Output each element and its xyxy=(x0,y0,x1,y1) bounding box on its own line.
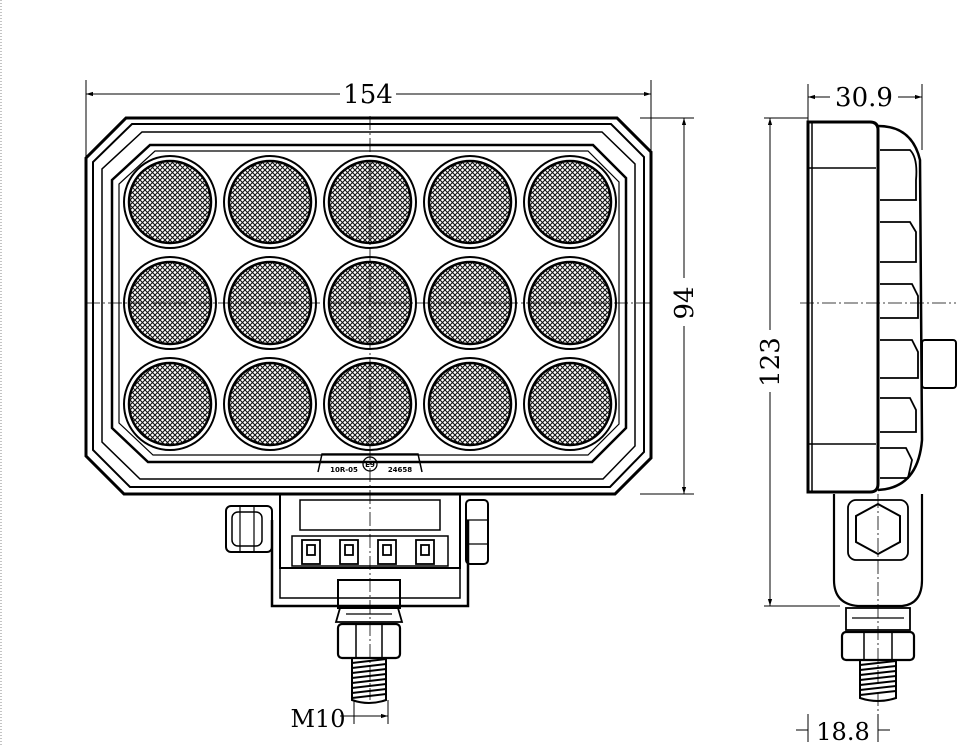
led-lens xyxy=(427,159,513,245)
dim-154 xyxy=(85,80,652,158)
marking-center: E9 xyxy=(365,461,375,469)
dim-m10 xyxy=(340,700,389,724)
dim-154-label: 154 xyxy=(343,80,393,110)
housing-inner-1 xyxy=(92,123,645,488)
thread-ridge xyxy=(351,688,387,694)
led-lens xyxy=(527,159,613,245)
dim-30-9 xyxy=(807,84,923,150)
dim-94-label: 94 xyxy=(670,286,700,319)
thread-ridge xyxy=(859,665,897,671)
led-lens xyxy=(427,361,513,447)
thread-ridge xyxy=(351,668,387,674)
thread-ridge xyxy=(351,663,387,669)
front-centerlines xyxy=(86,116,651,700)
thread-ridge xyxy=(351,658,387,664)
thread-ridge xyxy=(351,683,387,689)
thread-ridge xyxy=(351,678,387,684)
led-lens xyxy=(127,159,213,245)
nut xyxy=(336,622,402,660)
side-body xyxy=(806,120,880,494)
bracket-u-inner xyxy=(279,568,461,599)
dim-123 xyxy=(764,117,840,607)
thread-ridge xyxy=(351,673,387,679)
bracket-ribs xyxy=(301,539,435,565)
thread-outline xyxy=(351,658,387,704)
front-view xyxy=(84,116,653,704)
led-lens xyxy=(127,361,213,447)
dim-18-8 xyxy=(796,714,890,742)
marking-right: 24658 xyxy=(388,466,412,474)
washer xyxy=(334,607,404,623)
side-knob-right xyxy=(465,499,489,565)
thread-ridge xyxy=(859,660,897,666)
lens-frame xyxy=(110,143,628,464)
led-lens xyxy=(227,159,313,245)
side-bracket xyxy=(832,494,924,608)
dim-m10-label: M10 xyxy=(290,705,345,733)
stud-base xyxy=(337,579,401,609)
dim-30-9-label: 30.9 xyxy=(835,83,893,113)
led-lens xyxy=(227,361,313,447)
side-centerlines xyxy=(800,302,956,730)
side-heatsink xyxy=(877,124,924,492)
housing-outer xyxy=(84,116,653,496)
lens-frame-inner xyxy=(118,150,620,456)
side-bolt-left xyxy=(225,505,273,553)
led-lens xyxy=(527,361,613,447)
side-connector xyxy=(921,339,957,389)
dim-123-label: 123 xyxy=(756,337,786,387)
thread-ridge xyxy=(351,693,387,699)
dim-18-8-label: 18.8 xyxy=(816,718,869,746)
marking-left: 10R-05 xyxy=(330,466,358,474)
dim-94 xyxy=(640,117,694,495)
side-view xyxy=(806,120,957,702)
housing-inner-2 xyxy=(101,131,636,480)
stud-thread-front xyxy=(351,658,387,704)
side-bolt-hex xyxy=(855,502,901,556)
